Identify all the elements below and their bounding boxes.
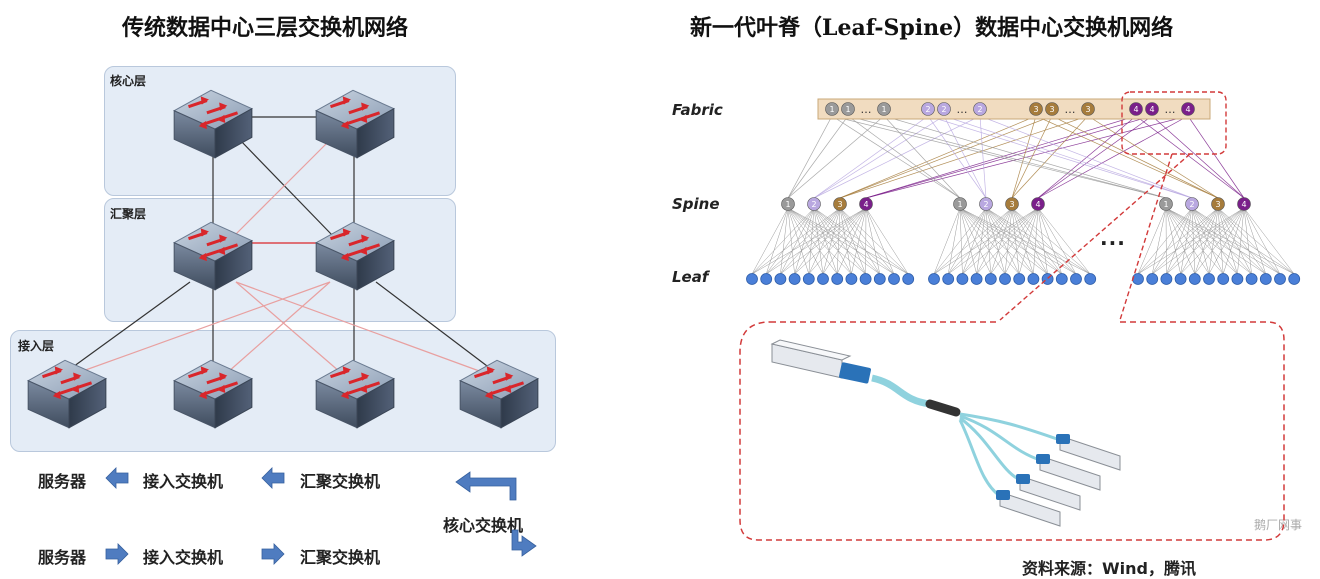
leaf-node (1071, 274, 1082, 285)
leaf-node (846, 274, 857, 285)
leaf-node (903, 274, 914, 285)
leaf-node (1028, 274, 1039, 285)
leaf-node (1260, 274, 1271, 285)
fabric-node-label: 2 (941, 105, 946, 114)
leaf-node (1175, 274, 1186, 285)
fabric-spine-leaf-links (752, 116, 1294, 274)
leaf-node (860, 274, 871, 285)
fabric-node-label: 4 (1149, 105, 1154, 114)
leaf-node (1014, 274, 1025, 285)
leaf-node (943, 274, 954, 285)
spine-node-label: 1 (957, 200, 962, 209)
leaf-node (1147, 274, 1158, 285)
leaf-node (874, 274, 885, 285)
fabric-node-label: 4 (1133, 105, 1138, 114)
qsfp-module (772, 340, 871, 384)
leaf-node (1204, 274, 1215, 285)
fabric-node-label: 3 (1049, 105, 1054, 114)
fabric-node-label: 2 (925, 105, 930, 114)
fabric-node-label: 1 (881, 105, 886, 114)
fabric-node-label: 4 (1185, 105, 1190, 114)
spine-node-label: 1 (1163, 200, 1168, 209)
leaf-node (747, 274, 758, 285)
fabric-node-label: 3 (1033, 105, 1038, 114)
zoom-line-1 (1120, 154, 1172, 320)
leaf-node (1189, 274, 1200, 285)
leaf-node (1246, 274, 1257, 285)
leaf-node (761, 274, 772, 285)
spine-node-label: 2 (811, 200, 816, 209)
leaf-node (1056, 274, 1067, 285)
leaf-node (1161, 274, 1172, 285)
leaf-node (1000, 274, 1011, 285)
spine-node-label: 2 (983, 200, 988, 209)
fabric-ellipsis: … (1165, 103, 1176, 116)
leaf-node (1232, 274, 1243, 285)
fabric-node-label: 2 (977, 105, 982, 114)
leaf-node (985, 274, 996, 285)
leaf-node (1289, 274, 1300, 285)
spine-node-label: 3 (1215, 200, 1220, 209)
fabric-node-label: 1 (829, 105, 834, 114)
leaf-node (818, 274, 829, 285)
leaf-node (803, 274, 814, 285)
spine-node-label: 4 (1035, 200, 1040, 209)
leaf-node (1275, 274, 1286, 285)
spine-node-label: 3 (837, 200, 842, 209)
spine-node-label: 4 (863, 200, 868, 209)
leaf-node (1085, 274, 1096, 285)
fabric-node-label: 3 (1085, 105, 1090, 114)
breakout-cable-image (772, 340, 1120, 526)
leaf-node (1133, 274, 1144, 285)
zoom-line-2 (1000, 154, 1190, 320)
leaf-node (789, 274, 800, 285)
leaf-node (957, 274, 968, 285)
leaf-node (832, 274, 843, 285)
leaf-node (1218, 274, 1229, 285)
spine-node-label: 1 (785, 200, 790, 209)
leaf-node (971, 274, 982, 285)
spine-node-label: 2 (1189, 200, 1194, 209)
fabric-ellipsis: … (957, 103, 968, 116)
leaf-node (889, 274, 900, 285)
leaf-node (775, 274, 786, 285)
leaf-nodes (747, 274, 1300, 285)
spine-nodes: 1 2 3 4 1 2 3 4 1 2 3 4 (782, 198, 1251, 211)
fabric-node-label: 1 (845, 105, 850, 114)
fabric-ellipsis: … (861, 103, 872, 116)
spine-node-label: 3 (1009, 200, 1014, 209)
spine-node-label: 4 (1241, 200, 1246, 209)
fabric-ellipsis: … (1065, 103, 1076, 116)
leaf-node (929, 274, 940, 285)
